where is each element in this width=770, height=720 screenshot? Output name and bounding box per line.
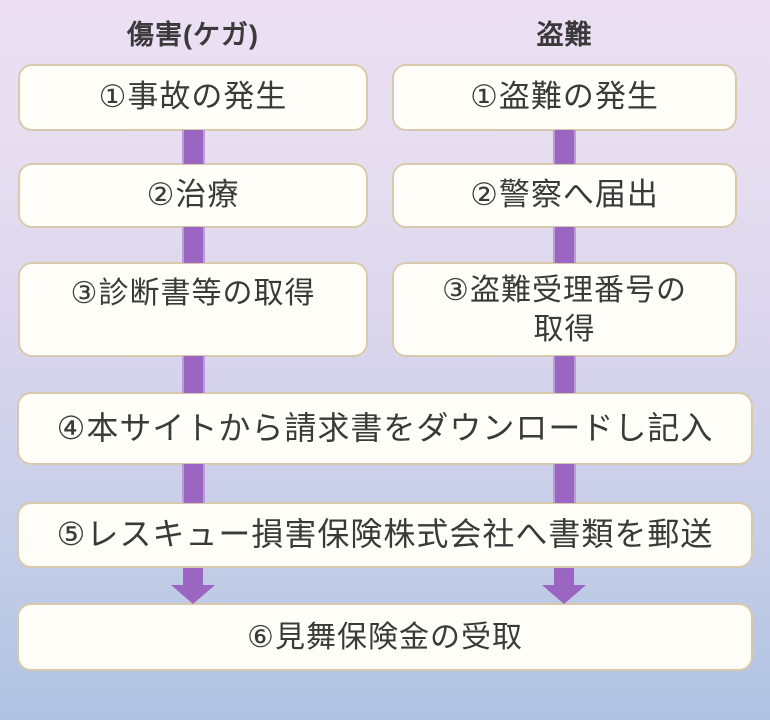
step-box-shared-4: ④本サイトから請求書をダウンロードし記入 (17, 392, 753, 465)
down-arrow-icon (542, 568, 586, 604)
down-arrow-stem (183, 568, 203, 585)
step-box-injury-3: ③診断書等の取得 (18, 262, 368, 357)
step-box-theft-1: ①盗難の発生 (392, 64, 737, 131)
column-header-injury: 傷害(ケガ) (127, 19, 259, 50)
flow-connector (182, 227, 205, 263)
flow-connector (553, 227, 576, 263)
down-arrow-head (171, 585, 215, 604)
down-arrow-head (542, 585, 586, 604)
flow-connector (553, 356, 576, 393)
flow-connector (553, 130, 576, 164)
step-box-theft-2: ②警察へ届出 (392, 163, 737, 228)
column-header-theft: 盗難 (536, 19, 593, 50)
flow-connector (182, 464, 205, 503)
flow-connector (182, 356, 205, 393)
flow-connector (553, 464, 576, 503)
down-arrow-icon (171, 568, 215, 604)
step-box-shared-6: ⑥見舞保険金の受取 (17, 603, 753, 671)
flow-connector (182, 130, 205, 164)
step-box-injury-2: ②治療 (18, 163, 368, 228)
step-box-theft-3: ③盗難受理番号の 取得 (392, 262, 737, 357)
down-arrow-stem (554, 568, 574, 585)
step-box-shared-5: ⑤レスキュー損害保険株式会社へ書類を郵送 (17, 502, 753, 568)
step-box-injury-1: ①事故の発生 (18, 64, 368, 131)
